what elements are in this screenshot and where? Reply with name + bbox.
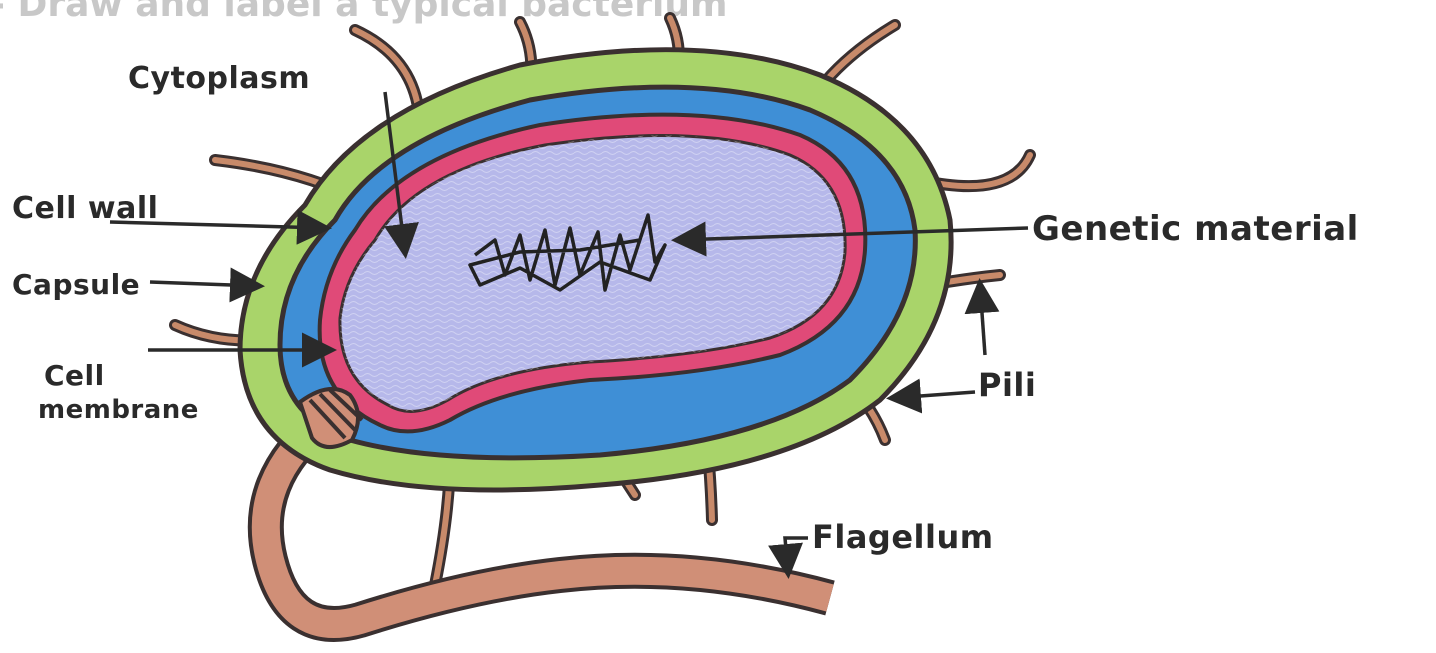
label-cell-membrane-line1: Cell [44, 359, 105, 392]
label-genetic-material: Genetic material [1032, 209, 1359, 249]
capsule-arrow [150, 282, 258, 286]
header-fragment: - Draw and label a typical bacterium [0, 0, 728, 25]
label-cytoplasm: Cytoplasm [128, 61, 310, 96]
pili-arrow-up [980, 285, 985, 355]
label-pili: Pili [978, 366, 1036, 404]
label-capsule: Capsule [12, 268, 140, 301]
pili-arrow-left [893, 392, 975, 398]
flagellum-arrow [785, 538, 808, 572]
label-flagellum: Flagellum [812, 518, 994, 556]
label-cell-membrane-line2: membrane [38, 395, 199, 425]
label-cell-wall: Cell wall [12, 191, 158, 226]
